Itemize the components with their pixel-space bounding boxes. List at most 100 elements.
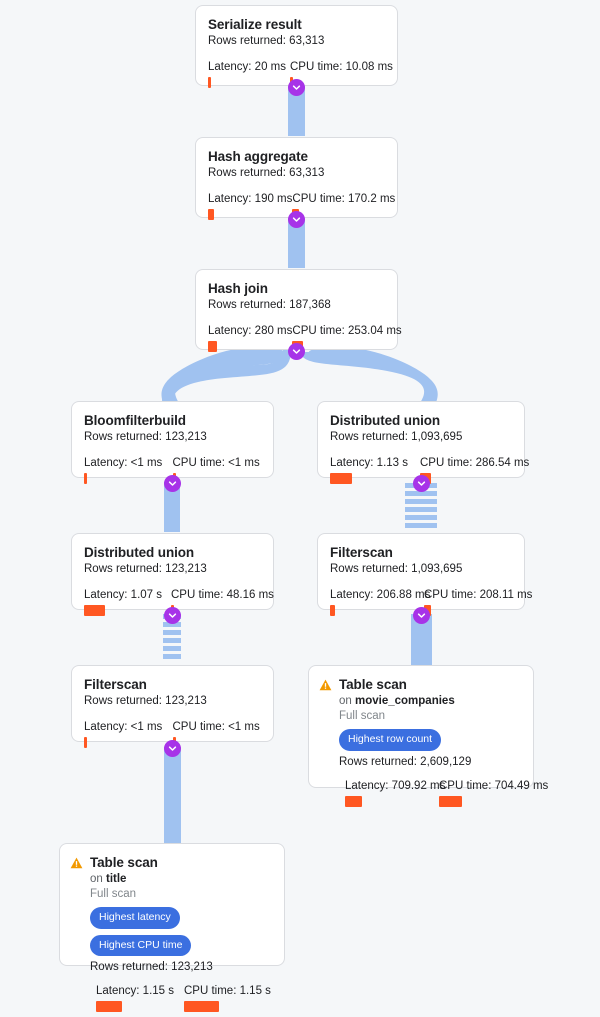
status-badge-highest-cpu-time[interactable]: Highest CPU time xyxy=(90,934,192,956)
plan-node-hash-join[interactable]: Hash join Rows returned: 187,368 Latency… xyxy=(195,269,402,352)
node-header: Table scan on movie_companies Full scan … xyxy=(319,676,521,770)
plan-node-hash-aggregate[interactable]: Hash aggregate Rows returned: 63,313 Lat… xyxy=(195,137,398,220)
plan-node-table-scan-movie-companies[interactable]: Table scan on movie_companies Full scan … xyxy=(308,665,548,807)
node-metrics: Latency: <1 ms CPU time: <1 ms xyxy=(84,456,261,484)
latency-label: Latency: 709.92 ms xyxy=(345,779,446,792)
latency-bar xyxy=(84,737,87,748)
table-name-value: movie_companies xyxy=(355,695,455,707)
latency-bar xyxy=(330,473,352,484)
edge-join-to-bloomfilterbuild-fill xyxy=(162,350,283,404)
cpu-metric: CPU time: 170.2 ms xyxy=(292,192,396,220)
latency-bar xyxy=(96,1001,122,1012)
status-badge-highest-row-count[interactable]: Highest row count xyxy=(339,729,442,751)
node-header: Hash join Rows returned: 187,368 xyxy=(208,280,385,313)
warning-icon xyxy=(70,857,83,869)
node-header: Serialize result Rows returned: 63,313 xyxy=(208,16,385,49)
rows-returned: Rows returned: 123,213 xyxy=(84,431,207,443)
plan-node-filterscan-left[interactable]: Filterscan Rows returned: 123,213 Latenc… xyxy=(71,665,274,748)
cpu-label: CPU time: 704.49 ms xyxy=(439,779,549,792)
plan-node-distributed-union-left[interactable]: Distributed union Rows returned: 123,213… xyxy=(71,533,274,616)
cpu-metric: CPU time: <1 ms xyxy=(172,456,262,484)
collapse-hash-aggregate[interactable] xyxy=(288,211,305,228)
cpu-label: CPU time: 170.2 ms xyxy=(292,193,396,205)
chevron-down-icon xyxy=(292,85,301,90)
node-metrics: Latency: 280 ms CPU time: 253.04 ms xyxy=(208,324,402,352)
latency-label: Latency: 20 ms xyxy=(208,61,286,73)
node-title: Serialize result xyxy=(208,17,302,32)
chevron-down-icon xyxy=(292,217,301,222)
latency-bar xyxy=(208,209,214,220)
cpu-label: CPU time: <1 ms xyxy=(172,457,260,469)
latency-metric: Latency: 190 ms xyxy=(208,192,292,220)
rows-returned: Rows returned: 63,313 xyxy=(208,167,325,179)
rows-returned: Rows returned: 123,213 xyxy=(84,563,207,575)
edge-ribbon-left xyxy=(161,346,292,404)
cpu-label: CPU time: 253.04 ms xyxy=(292,325,402,337)
cpu-label: CPU time: 48.16 ms xyxy=(171,589,274,601)
node-title: Table scan xyxy=(90,855,158,870)
latency-metric: Latency: 1.13 s xyxy=(330,456,420,484)
latency-label: Latency: 1.15 s xyxy=(96,985,174,997)
collapse-filterscan-right[interactable] xyxy=(413,607,430,624)
latency-bar xyxy=(330,605,335,616)
rows-returned: Rows returned: 63,313 xyxy=(208,35,325,47)
status-badge-highest-latency[interactable]: Highest latency xyxy=(90,907,180,929)
latency-bar xyxy=(84,605,105,616)
latency-label: Latency: 190 ms xyxy=(208,193,293,205)
cpu-metric: CPU time: 704.49 ms xyxy=(439,779,549,807)
collapse-bloomfilterbuild[interactable] xyxy=(164,475,181,492)
node-header: Distributed union Rows returned: 1,093,6… xyxy=(330,412,512,445)
latency-bar xyxy=(208,77,211,88)
plan-node-serialize-result[interactable]: Serialize result Rows returned: 63,313 L… xyxy=(195,5,398,88)
cpu-metric: CPU time: 48.16 ms xyxy=(171,588,274,616)
node-table-name: on title xyxy=(90,873,127,885)
latency-metric: Latency: 280 ms xyxy=(208,324,292,352)
node-header: Filterscan Rows returned: 1,093,695 xyxy=(330,544,512,577)
latency-label: Latency: <1 ms xyxy=(84,457,163,469)
rows-returned: Rows returned: 123,213 xyxy=(84,695,207,707)
collapse-filterscan-left[interactable] xyxy=(164,740,181,757)
plan-node-distributed-union-right[interactable]: Distributed union Rows returned: 1,093,6… xyxy=(317,401,529,484)
node-title: Hash join xyxy=(208,281,268,296)
latency-bar xyxy=(208,341,217,352)
rows-returned: Rows returned: 1,093,695 xyxy=(330,431,463,443)
plan-node-table-scan-title[interactable]: Table scan on title Full scan Highest la… xyxy=(59,843,285,1012)
chevron-down-icon xyxy=(417,613,426,618)
node-header: Distributed union Rows returned: 123,213 xyxy=(84,544,261,577)
latency-bar xyxy=(84,473,87,484)
plan-node-bloomfilterbuild[interactable]: Bloomfilterbuild Rows returned: 123,213 … xyxy=(71,401,274,484)
node-metrics: Latency: 1.07 s CPU time: 48.16 ms xyxy=(84,588,274,616)
collapse-distributed-union-left[interactable] xyxy=(164,607,181,624)
warning-icon xyxy=(319,679,332,691)
plan-node-filterscan-right[interactable]: Filterscan Rows returned: 1,093,695 Late… xyxy=(317,533,532,616)
node-header: Hash aggregate Rows returned: 63,313 xyxy=(208,148,385,181)
collapse-hash-join[interactable] xyxy=(288,343,305,360)
latency-metric: Latency: 206.88 ms xyxy=(330,588,430,616)
cpu-bar xyxy=(439,795,462,807)
node-header: Filterscan Rows returned: 123,213 xyxy=(84,676,261,709)
cpu-metric: CPU time: 253.04 ms xyxy=(292,324,402,352)
node-header: Bloomfilterbuild Rows returned: 123,213 xyxy=(84,412,261,445)
node-metrics: Latency: 1.15 s CPU time: 1.15 s xyxy=(96,984,272,1012)
cpu-metric: CPU time: <1 ms xyxy=(172,720,262,748)
node-table-name: on movie_companies xyxy=(339,695,455,707)
node-metrics: Latency: 1.13 s CPU time: 286.54 ms xyxy=(330,456,530,484)
node-badges: Highest row count xyxy=(339,729,521,751)
latency-bar xyxy=(345,795,362,807)
latency-metric: Latency: 1.15 s xyxy=(96,984,184,1012)
rows-returned: Rows returned: 123,213 xyxy=(90,961,213,973)
chevron-down-icon xyxy=(168,481,177,486)
cpu-bar xyxy=(184,1001,219,1012)
node-title: Filterscan xyxy=(84,677,147,692)
collapse-distributed-union-right[interactable] xyxy=(413,475,430,492)
latency-label: Latency: <1 ms xyxy=(84,721,163,733)
node-title: Hash aggregate xyxy=(208,149,308,164)
latency-label: Latency: 1.07 s xyxy=(84,589,162,601)
latency-metric: Latency: 1.07 s xyxy=(84,588,171,616)
cpu-label: CPU time: 1.15 s xyxy=(184,985,271,997)
collapse-serialize-result[interactable] xyxy=(288,79,305,96)
latency-label: Latency: 280 ms xyxy=(208,325,293,337)
cpu-label: CPU time: 286.54 ms xyxy=(420,457,530,469)
node-title: Distributed union xyxy=(84,545,195,560)
